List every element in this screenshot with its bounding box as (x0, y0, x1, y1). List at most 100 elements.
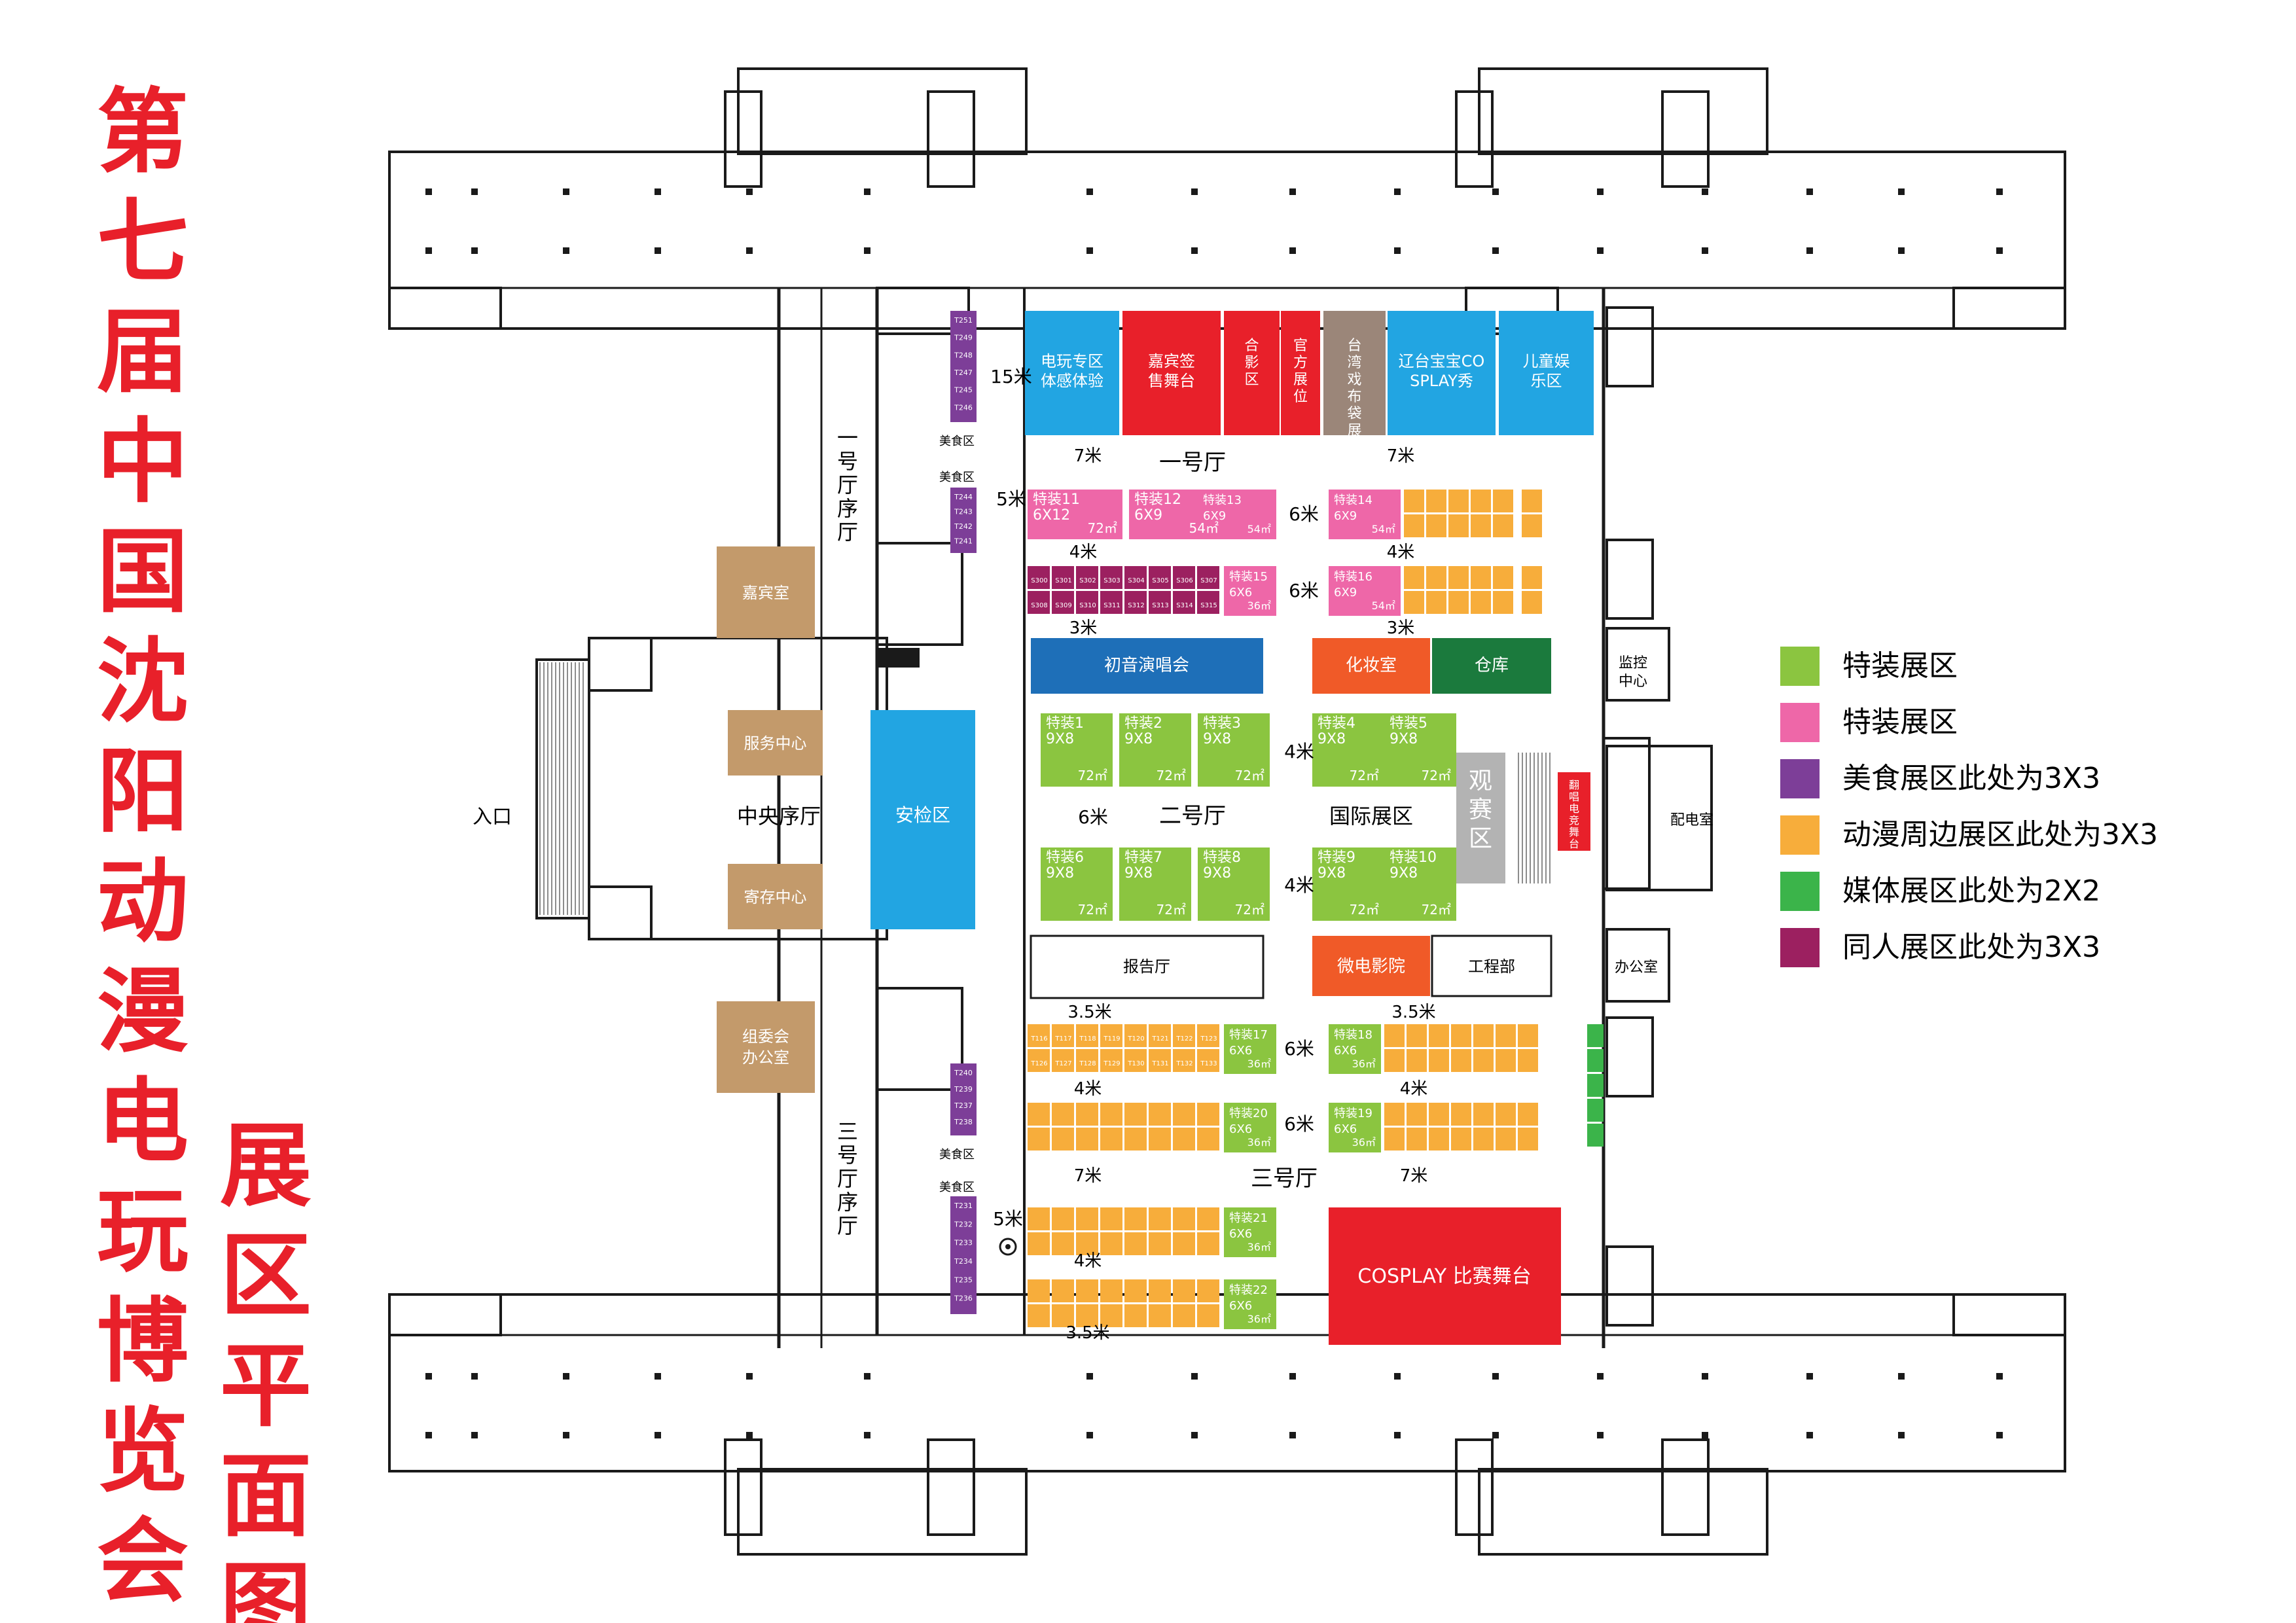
legend-label: 美食展区此处为3X3 (1842, 762, 2100, 795)
anime-booth (1028, 1207, 1050, 1230)
doujin-booth (1173, 566, 1195, 589)
pillar (471, 1373, 478, 1380)
pillar (563, 1373, 569, 1380)
vip-room (717, 546, 815, 638)
doujin-booth (1124, 566, 1147, 589)
anime-booth-label: T126 (1030, 1060, 1047, 1067)
entrance-label: 入口 (473, 806, 512, 829)
corner-room (388, 287, 502, 330)
feature-label-char: 布 (1347, 389, 1361, 405)
booth-dim: 6X6 (1229, 1122, 1252, 1136)
restroom (876, 987, 963, 1091)
booth-dim: 6X6 (1334, 1122, 1357, 1136)
title-line1-char: 漫 (97, 959, 188, 1065)
pillar (1289, 1432, 1296, 1438)
pillar (425, 1432, 432, 1438)
doujin-booth-label: S307 (1200, 577, 1217, 584)
booth-area: 72㎡ (1350, 902, 1379, 918)
anime-booth (1522, 566, 1542, 589)
anime-booth-label: T132 (1175, 1060, 1193, 1067)
food-booth-label: T240 (954, 1069, 973, 1077)
viewing-label-char: 区 (1469, 825, 1492, 852)
anime-booth (1451, 1128, 1471, 1150)
anime-booth (1493, 591, 1513, 614)
anime-booth (1173, 1232, 1195, 1255)
anime-booth (1197, 1304, 1219, 1327)
anime-booth (1496, 1103, 1516, 1126)
anime-booth (1124, 1103, 1147, 1126)
anime-booth-label: T116 (1030, 1035, 1047, 1043)
anime-booth (1518, 1049, 1538, 1072)
anime-booth-label: T117 (1054, 1035, 1071, 1043)
vip-room-label: 嘉宾室 (742, 584, 789, 602)
stair-block (1661, 90, 1710, 188)
stair-block (1605, 1016, 1654, 1097)
stair-block (1605, 1245, 1654, 1327)
booth-area: 72㎡ (1157, 902, 1186, 918)
pillar (655, 1373, 661, 1380)
office-room (1605, 928, 1670, 1003)
pillar (563, 247, 569, 254)
distance-label: 4米 (1074, 1079, 1102, 1099)
micro-cinema (1312, 936, 1430, 996)
feature-label-char: 袋 (1347, 406, 1361, 422)
doujin-booth-label: S313 (1152, 602, 1168, 609)
anime-booth (1052, 1279, 1074, 1302)
food-booth-label: T248 (954, 351, 973, 359)
food-booth-label: T237 (954, 1101, 973, 1110)
anime-booth-label: T131 (1151, 1060, 1168, 1067)
miku-concert-label: 初音演唱会 (1104, 656, 1189, 675)
pillar (425, 1373, 432, 1380)
anime-booth (1429, 1103, 1449, 1126)
security-area (870, 710, 975, 929)
pillar (1996, 1373, 2003, 1380)
booth-layer (717, 311, 1604, 1345)
pillar (563, 188, 569, 195)
anime-booth (1522, 490, 1542, 512)
anime-booth (1149, 1279, 1171, 1302)
warehouse-label: 仓库 (1475, 656, 1509, 675)
special-booth (1224, 566, 1276, 616)
engineering-label: 工程部 (1468, 957, 1515, 976)
stage-small-label-char: 舞 (1569, 826, 1579, 838)
anime-booth (1052, 1128, 1074, 1150)
doujin-booth-label: S301 (1055, 577, 1071, 584)
special-booth (1224, 1103, 1276, 1152)
doujin-booth (1100, 591, 1122, 614)
legend-label: 同人展区此处为3X3 (1842, 931, 2100, 964)
media-booth (1587, 1099, 1604, 1122)
top-right-tower (1478, 67, 1768, 155)
pillar (746, 188, 753, 195)
anime-booth (1429, 1049, 1449, 1072)
corner-room (1952, 287, 2066, 330)
anime-booth (1149, 1103, 1171, 1126)
anime-booth (1076, 1279, 1098, 1302)
doujin-booth-label: S300 (1031, 577, 1047, 584)
monitor-label: 中心 (1619, 673, 1647, 690)
distance-label: 3米 (1069, 618, 1098, 638)
anime-booth-label: T129 (1103, 1060, 1120, 1067)
doujin-booth (1197, 591, 1219, 614)
title-line2-char: 面 (220, 1443, 312, 1550)
anime-booth (1052, 1049, 1074, 1072)
booth-area: 36㎡ (1352, 1058, 1376, 1070)
anime-booth (1028, 1024, 1050, 1047)
media-booth (1587, 1074, 1604, 1097)
booth-area: 72㎡ (1350, 768, 1379, 783)
pillar (864, 1432, 870, 1438)
doujin-booth (1052, 566, 1074, 589)
food-booth-label: T244 (954, 493, 973, 501)
legend-swatch (1780, 872, 1820, 911)
info-point-icon-dot (1005, 1244, 1011, 1249)
feature-label-char: 区 (1244, 372, 1259, 388)
top-wing (388, 151, 2066, 330)
booth-area: 72㎡ (1235, 768, 1265, 783)
miku-concert-area (1031, 638, 1263, 694)
feature-label-char: 演 (1347, 440, 1361, 456)
dressing-room-label: 化妆室 (1346, 656, 1397, 675)
hall3-foyer-char: 三 (837, 1119, 858, 1144)
distance-label: 7米 (1400, 1166, 1428, 1186)
anime-booth (1100, 1279, 1122, 1302)
pillar (1702, 1373, 1708, 1380)
anime-booth (1404, 514, 1424, 537)
